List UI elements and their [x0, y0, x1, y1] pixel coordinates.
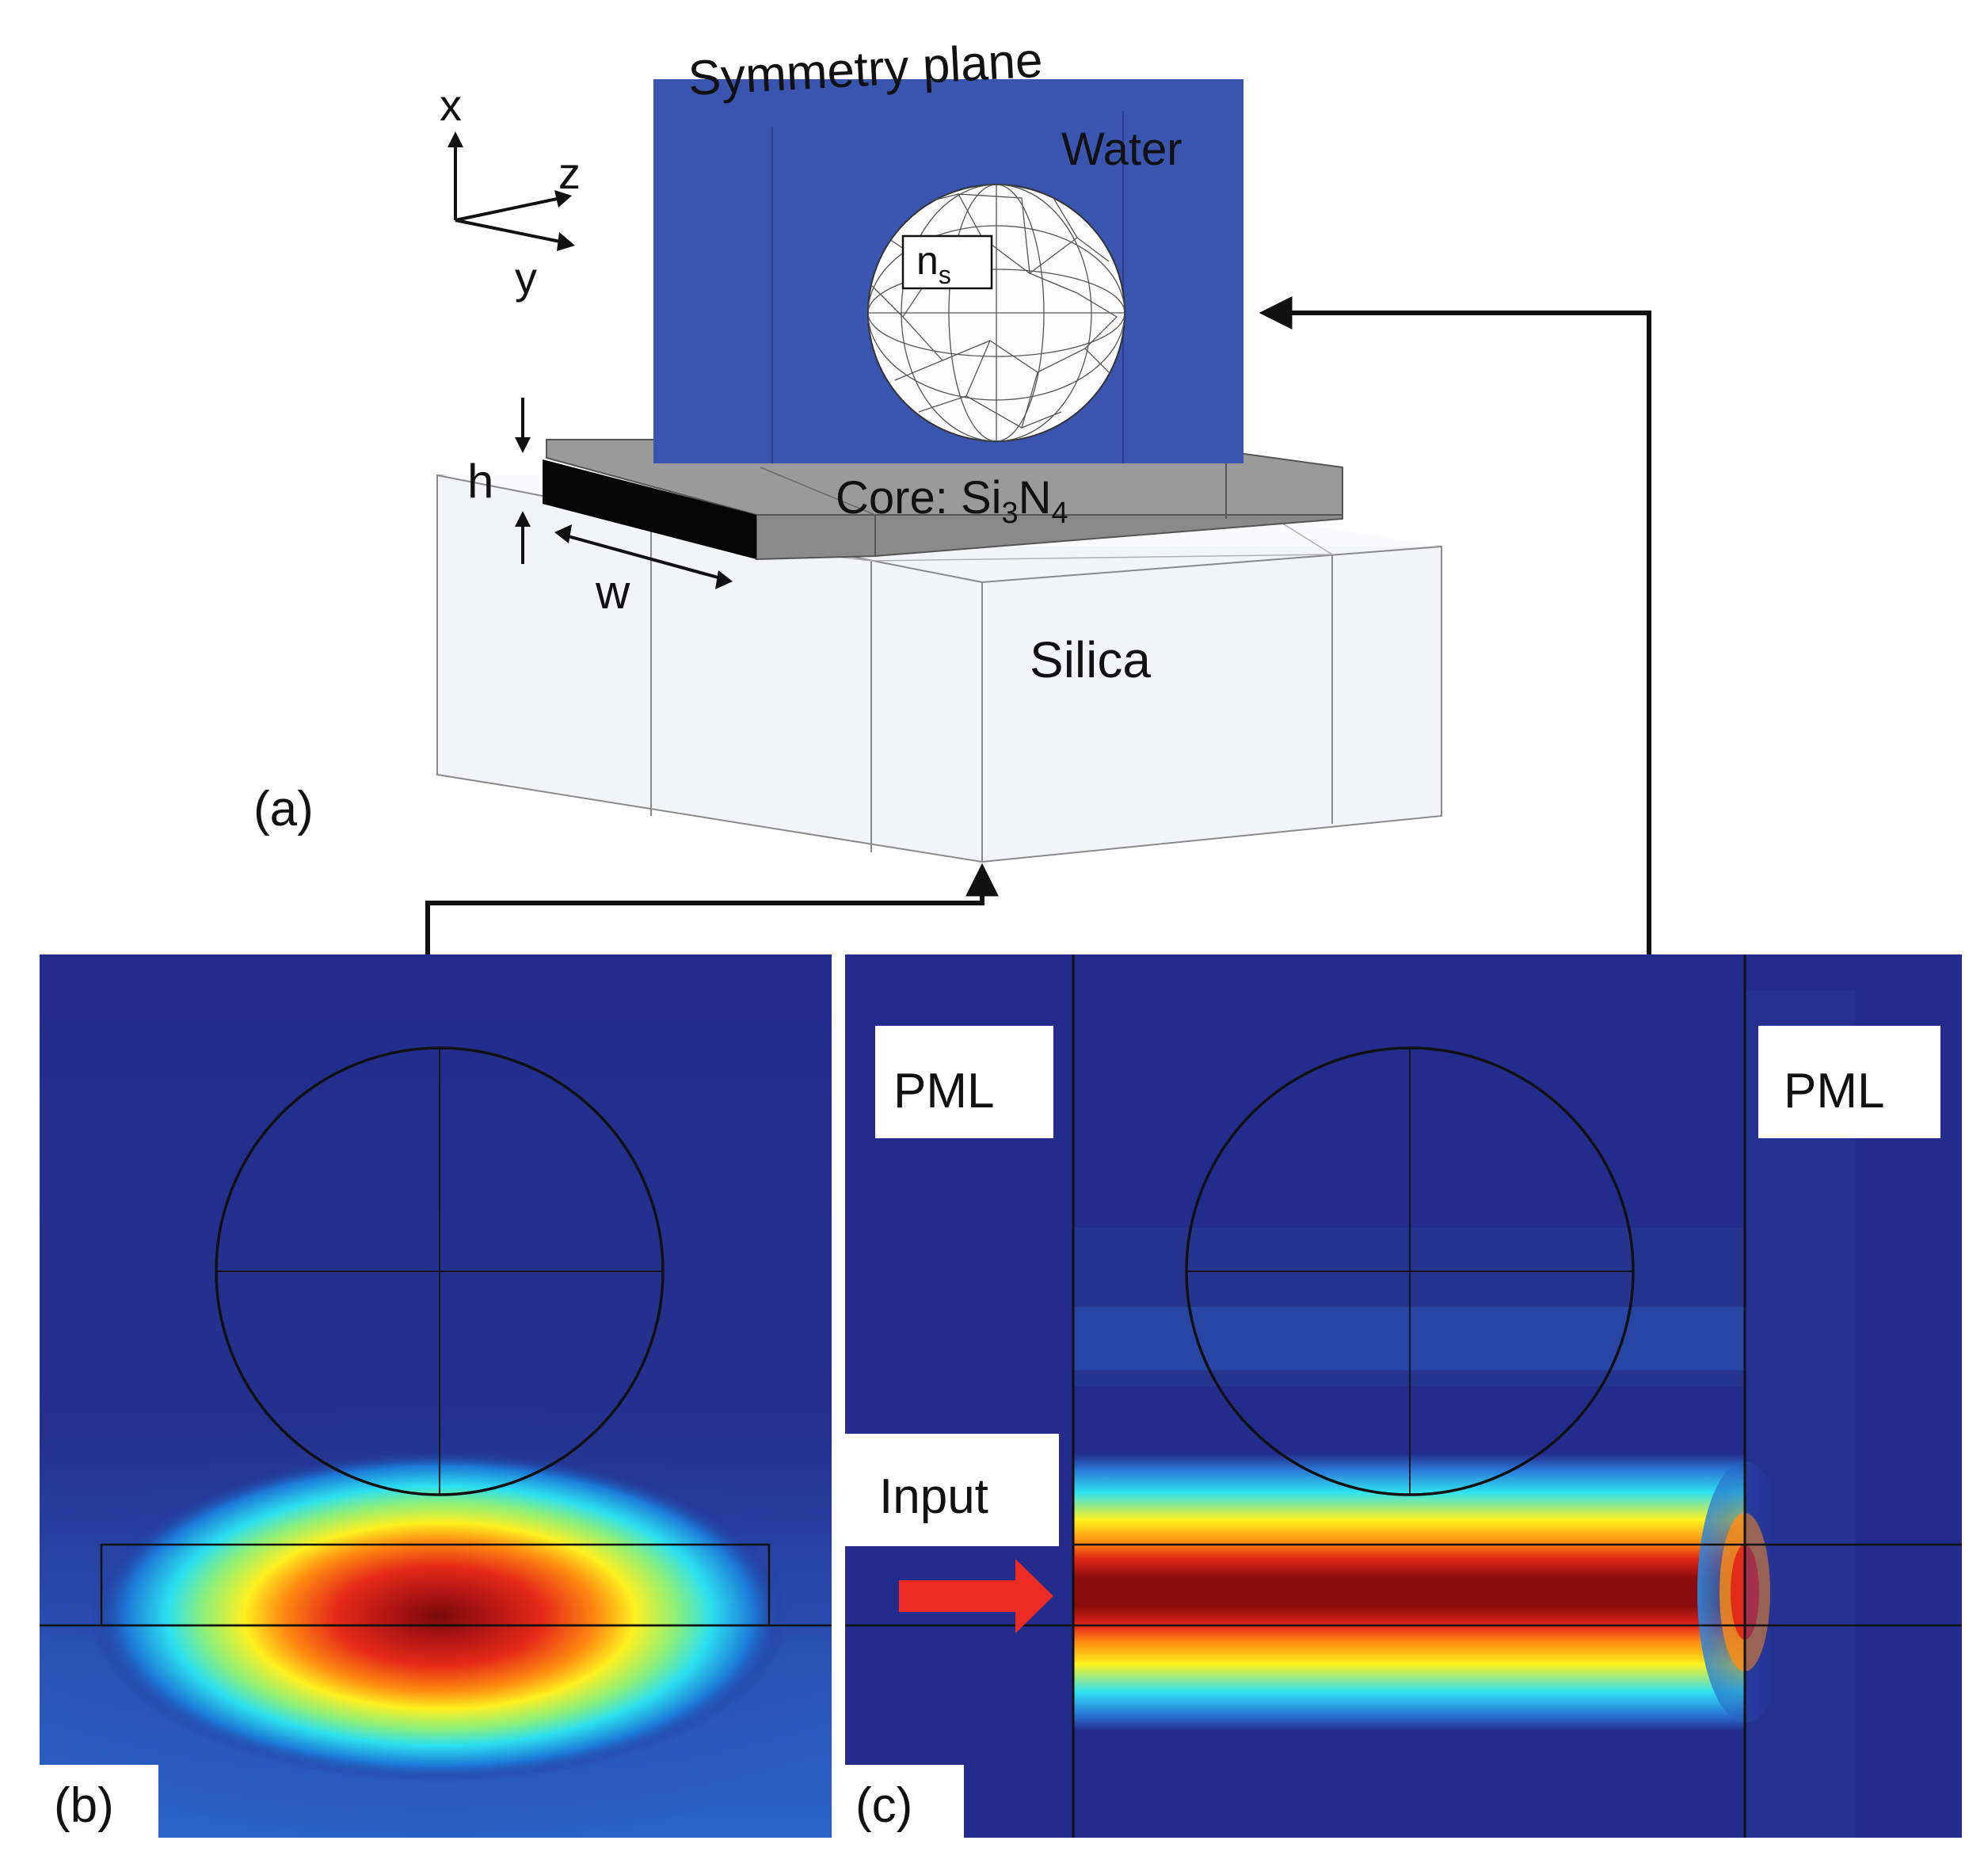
panel-b-geometry: [40, 1046, 832, 1627]
panel-a: ns Symmetry plane Water Core: Si3N4 Sili…: [253, 33, 1442, 863]
panel-b: (b): [40, 954, 832, 1838]
pml-right-label: PML: [1784, 1064, 1884, 1118]
pml-left-box: PML: [875, 1026, 1053, 1138]
core-label-sub1: 3: [1002, 497, 1019, 530]
panel-c-tag: (c): [855, 1778, 912, 1833]
pml-right-box: PML: [1758, 1026, 1940, 1138]
axis-z-label: z: [558, 148, 581, 198]
connector-arrows: [425, 296, 1651, 954]
pml-left-label: PML: [893, 1064, 994, 1118]
panel-c-geometry: [845, 954, 1962, 1838]
input-arrow: [899, 1559, 1053, 1633]
panel-c: PML PML Input (c): [845, 954, 1962, 1838]
water-label: Water: [1061, 124, 1183, 175]
mesh-sphere: [867, 184, 1125, 442]
axis-x-label: x: [440, 80, 462, 130]
width-label: w: [595, 566, 630, 619]
panel-a-tag: (a): [253, 782, 314, 836]
propagating-field: [1073, 1454, 1745, 1731]
width-dimension: [554, 524, 733, 589]
axis-y-label: y: [515, 253, 537, 303]
arrow-c-to-symmetry-plane: [1259, 296, 1651, 954]
core-label-mid: N: [1019, 472, 1052, 524]
height-label: h: [467, 455, 493, 508]
sphere-index-text: n: [916, 238, 939, 283]
core-label-prefix: Core: Si: [836, 472, 1002, 524]
core-label: Core: Si3N4: [836, 472, 1068, 530]
arrow-b-to-cross-section: [425, 863, 999, 954]
height-dimension: [515, 398, 531, 564]
silica-label: Silica: [1030, 631, 1151, 688]
sphere-index-subscript: s: [939, 261, 951, 289]
svg-text:ns: ns: [916, 238, 951, 289]
sphere-index-label: ns: [901, 234, 993, 290]
axis-triad: [447, 131, 575, 251]
core-label-sub2: 4: [1052, 497, 1068, 530]
input-box: Input: [845, 1434, 1059, 1546]
mode-field: [91, 1450, 788, 1782]
panel-b-tag: (b): [54, 1778, 114, 1833]
input-label: Input: [879, 1469, 988, 1524]
